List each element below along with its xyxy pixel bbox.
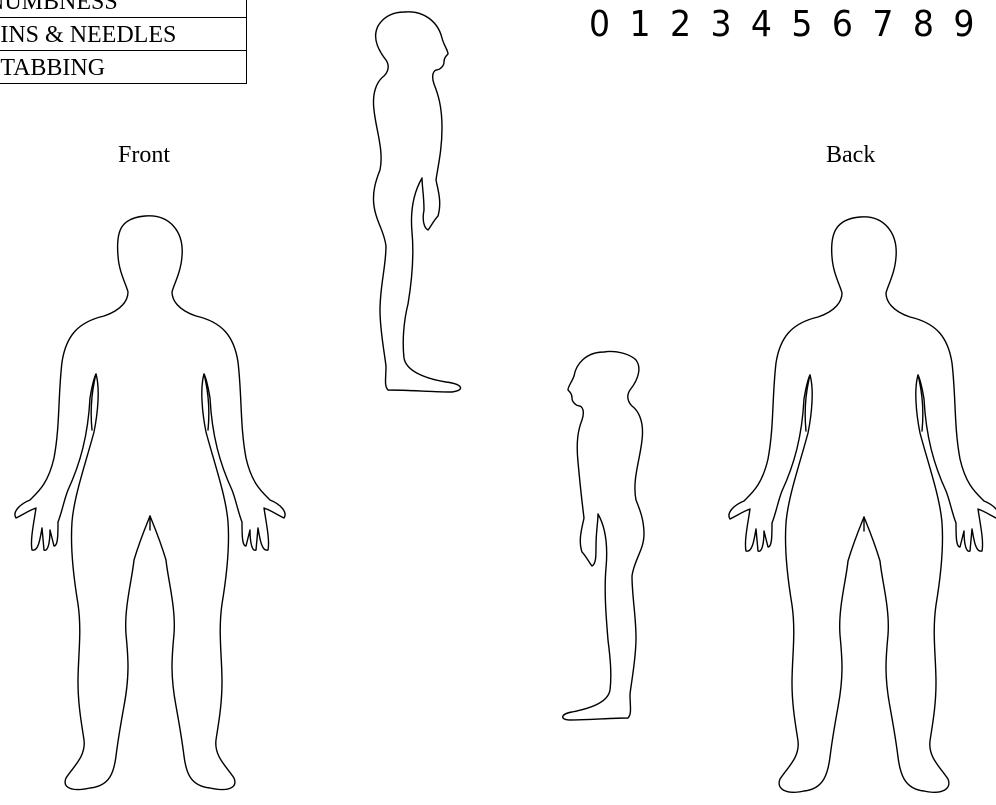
legend-numbness: NUMBNESS [0,0,247,18]
side-profile-left-outline[interactable] [560,350,650,720]
scale-9[interactable]: 9 [953,4,993,45]
side-profile-right-outline[interactable] [362,10,472,395]
scale-0[interactable]: 0 [589,4,629,45]
front-body-outline[interactable] [0,200,300,800]
back-view-label: Back [826,142,875,169]
scale-7[interactable]: 7 [872,4,912,45]
scale-2[interactable]: 2 [670,4,710,45]
scale-8[interactable]: 8 [913,4,953,45]
scale-4[interactable]: 4 [751,4,791,45]
legend-row-pins-needles: PINS & NEEDLES [0,18,247,51]
back-body-outline[interactable] [710,205,996,805]
scale-1[interactable]: 1 [629,4,669,45]
scale-3[interactable]: 3 [710,4,750,45]
legend-pins-needles: PINS & NEEDLES [0,18,247,51]
legend-row-numbness: NUMBNESS [0,0,247,18]
front-view-label: Front [118,142,170,169]
scale-6[interactable]: 6 [832,4,872,45]
scale-5[interactable]: 5 [791,4,831,45]
pain-scale: 0 1 2 3 4 5 6 7 8 9 [589,4,994,45]
